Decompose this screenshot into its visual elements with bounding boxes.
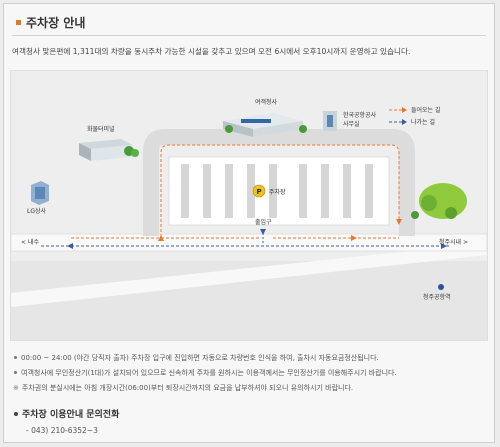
parking-info-panel: 주차장 안내 여객청사 맞은편에 1,311대의 차량을 동시주차 가능한 시설… <box>3 3 495 443</box>
incoming-arrow <box>158 235 164 241</box>
title-divider <box>12 35 486 36</box>
bullet-icon <box>14 356 17 359</box>
intro-text: 여객청사 맞은편에 1,311대의 차량을 동시주차 가능한 시설을 갖추고 있… <box>12 47 411 56</box>
entrance-label: 출입구 <box>255 218 272 226</box>
station-icon <box>438 284 444 290</box>
outgoing-arrow <box>260 229 266 235</box>
incoming-route-loop <box>160 144 400 237</box>
bullet-icon <box>14 371 17 374</box>
legend-incoming: 들어오는 길 <box>411 106 441 114</box>
kac-office-building: 한국공항공사 사무실 <box>323 111 377 131</box>
page-title: 주차장 안내 <box>16 14 85 31</box>
outgoing-arrow <box>67 243 73 249</box>
lg-company-label: LG상사 <box>27 207 47 215</box>
road-label-right: 청주시내 > <box>439 238 468 246</box>
page-title-text: 주차장 안내 <box>26 16 86 30</box>
park-area <box>411 183 467 219</box>
note-item: 여객청사에 무인정산기(1대)가 설치되어 있으므로 신속하게 주차를 원하시는… <box>12 366 494 381</box>
parking-symbol-letter: P <box>257 188 262 196</box>
kac-office-label-line1: 한국공항공사 <box>343 111 377 119</box>
incoming-arrow <box>351 235 357 241</box>
contact-title: 주차장 이용안내 문의전화 <box>12 407 119 420</box>
note-item: 00:00 ~ 24:00 (야간 당직자 출차) 주차장 입구에 진입하면 자… <box>12 351 494 366</box>
passenger-terminal-label: 여객청사 <box>255 98 278 106</box>
title-bullet-icon <box>16 20 21 25</box>
notes-list: 00:00 ~ 24:00 (야간 당직자 출차) 주차장 입구에 진입하면 자… <box>12 351 494 396</box>
parking-access-road <box>143 129 415 236</box>
main-road <box>11 233 487 252</box>
map-legend: 들어오는 길 나가는 길 <box>389 106 441 126</box>
station-label: 청주공항역 <box>423 293 451 301</box>
legend-incoming-arrow <box>402 107 407 113</box>
parking-map: < 내수 청주시내 > 들어오는 길 나가는 길 화물터미널 <box>10 70 488 341</box>
road-label-left: < 내수 <box>21 238 39 246</box>
lg-company-building: LG상사 <box>27 181 49 215</box>
parking-label: 주차장 <box>269 188 286 196</box>
reference-mark-icon: ※ <box>13 384 19 392</box>
outgoing-arrow <box>441 243 447 249</box>
bullet-icon <box>14 412 18 416</box>
parking-bays <box>181 164 373 218</box>
passenger-terminal-building: 여객청사 <box>223 98 307 137</box>
cargo-terminal-label: 화물터미널 <box>87 125 115 133</box>
incoming-arrow <box>396 219 402 225</box>
legend-outgoing-arrow <box>402 119 407 125</box>
note-item: ※주차권의 분실시에는 아침 개장시간(06:00)부터 퇴장시간까지의 요금을… <box>13 384 354 392</box>
parking-symbol-icon <box>252 184 266 198</box>
side-road <box>11 243 487 307</box>
contact-phone: - 043) 210-6352~3 <box>26 426 98 435</box>
kac-office-label-line2: 사무실 <box>343 120 360 128</box>
cargo-terminal-building: 화물터미널 <box>79 125 139 161</box>
legend-outgoing: 나가는 길 <box>411 118 435 126</box>
